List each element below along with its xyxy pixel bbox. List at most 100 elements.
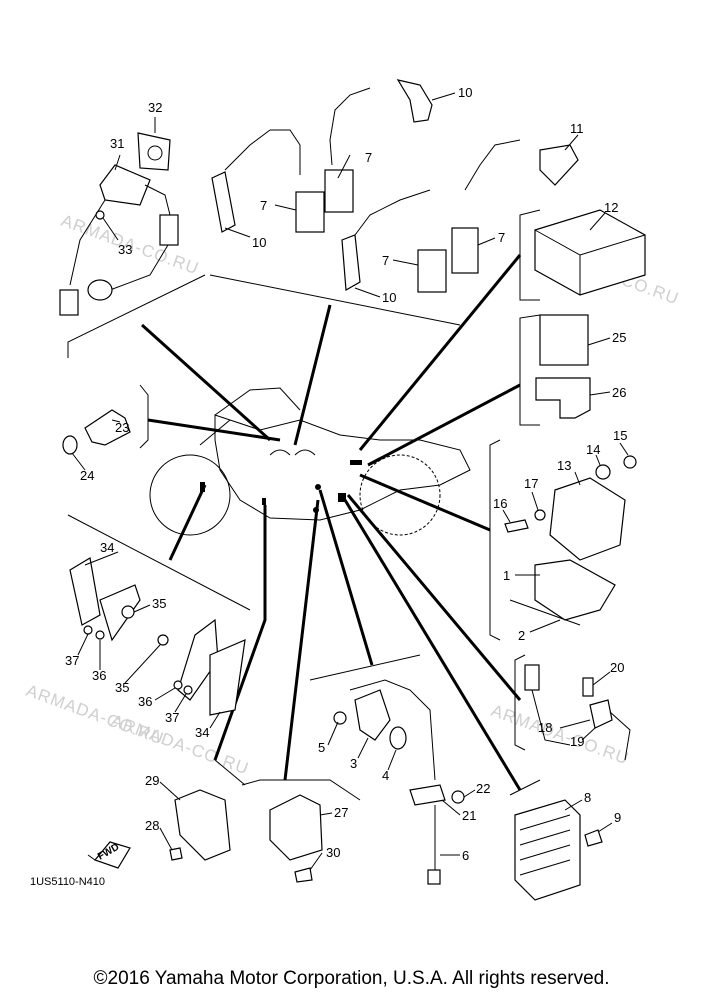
callout-35a: 35 — [152, 596, 166, 611]
bracket-temp-sensor — [139, 384, 149, 449]
bracket-horn-right — [241, 779, 361, 801]
leader-20 — [592, 671, 611, 686]
callout-21: 21 — [462, 808, 476, 823]
washer-37-a — [83, 625, 93, 635]
ecu-12 — [534, 209, 646, 296]
plug-lead-3 — [270, 129, 301, 175]
leader-18 — [559, 719, 591, 729]
bolt-22 — [451, 790, 465, 804]
bracket-sensor-group — [67, 274, 206, 358]
leader-30 — [309, 852, 323, 871]
leader-2 — [293, 304, 332, 446]
coil-7-d — [417, 249, 447, 293]
callout-28: 28 — [145, 818, 159, 833]
frame-outline — [214, 414, 471, 521]
callout-14: 14 — [586, 442, 600, 457]
group-brackets — [67, 209, 541, 801]
sensor-connector-b — [59, 289, 79, 316]
callout-34b: 34 — [195, 725, 209, 740]
leader-7d — [477, 237, 496, 246]
callout-numbers: 31 32 33 10 10 10 11 7 7 7 7 12 25 26 23… — [65, 85, 627, 863]
sensor-connector-a — [159, 214, 179, 246]
leader-lines — [140, 254, 522, 791]
marker-c — [338, 493, 346, 502]
bracket-coil-group — [209, 274, 461, 326]
leader-5 — [327, 721, 339, 746]
clamp-21 — [409, 784, 446, 806]
switch-plate-group — [69, 557, 246, 716]
sensor-wire-3 — [109, 244, 169, 291]
leader-7a — [337, 154, 351, 179]
leader-22 — [463, 789, 476, 798]
switch-wire-2 — [609, 711, 631, 761]
marker-b — [262, 498, 266, 505]
horn-29 — [174, 789, 231, 861]
fwd-indicator: FWD — [87, 841, 131, 869]
callout-5: 5 — [318, 740, 325, 755]
sensor-wire-2 — [69, 199, 106, 286]
switch-wire — [531, 689, 571, 746]
leader-14 — [595, 454, 601, 466]
callout-36b: 36 — [138, 694, 152, 709]
callout-22: 22 — [476, 781, 490, 796]
leader-36b — [154, 687, 176, 701]
ecu-edges — [534, 229, 646, 295]
screw-20 — [582, 677, 594, 697]
leader-21 — [441, 799, 461, 816]
bracket-b — [177, 618, 219, 701]
callout-15: 15 — [613, 428, 627, 443]
leader-12 — [589, 212, 606, 231]
callout-11: 11 — [570, 121, 584, 136]
plug-cap-11 — [539, 144, 579, 186]
callout-33: 33 — [118, 242, 132, 257]
bolt-15 — [623, 455, 637, 469]
leader-11 — [564, 134, 579, 151]
horns — [169, 789, 323, 883]
bracket-ecu — [519, 209, 541, 301]
switch-34-a — [69, 557, 101, 626]
sensor-wire-1 — [144, 184, 171, 216]
switch-34-b — [209, 639, 246, 716]
callout-leaders — [71, 92, 629, 871]
marker-f — [315, 484, 321, 490]
leader-28 — [159, 827, 173, 851]
leader-9 — [597, 822, 613, 833]
rectifier-8 — [514, 799, 581, 901]
leader-9 — [283, 499, 320, 781]
gasket-plate — [137, 132, 171, 171]
leader-16 — [502, 509, 511, 523]
plug-cap-10-top — [396, 79, 433, 123]
fork-line — [199, 419, 231, 446]
horn-27 — [269, 794, 323, 861]
callout-29: 29 — [145, 773, 159, 788]
callout-4: 4 — [382, 768, 389, 783]
bracket-pickup — [309, 654, 421, 681]
washer-37-b — [183, 685, 193, 695]
leader-27 — [319, 812, 333, 816]
leader-4 — [367, 383, 521, 467]
leader-3 — [358, 254, 522, 451]
callout-7b: 7 — [260, 198, 267, 213]
bracket-sidestand — [514, 654, 526, 751]
fwd-arrow-tip — [87, 854, 96, 861]
washer-36-a — [95, 630, 105, 640]
sensor-bracket — [99, 164, 151, 206]
callout-8: 8 — [584, 790, 591, 805]
leader-15 — [619, 442, 629, 456]
callout-19: 19 — [570, 734, 584, 749]
bolt-16 — [504, 519, 529, 533]
plug-cap-10-left — [211, 171, 236, 233]
bracket-a — [99, 584, 141, 642]
leader-7 — [168, 484, 207, 561]
leader-8 — [213, 505, 267, 761]
ecu-and-relays — [534, 209, 646, 419]
leader-33 — [102, 217, 119, 241]
cap-14 — [595, 464, 611, 480]
rectifier-regulator — [514, 799, 603, 901]
copyright-notice: ©2016 Yamaha Motor Corporation, U.S.A. A… — [93, 968, 610, 989]
washer-24 — [62, 435, 78, 455]
leader-23 — [111, 419, 121, 423]
washer-36-b — [173, 680, 183, 690]
plug-lead-5 — [354, 189, 431, 236]
callout-17: 17 — [524, 476, 538, 491]
